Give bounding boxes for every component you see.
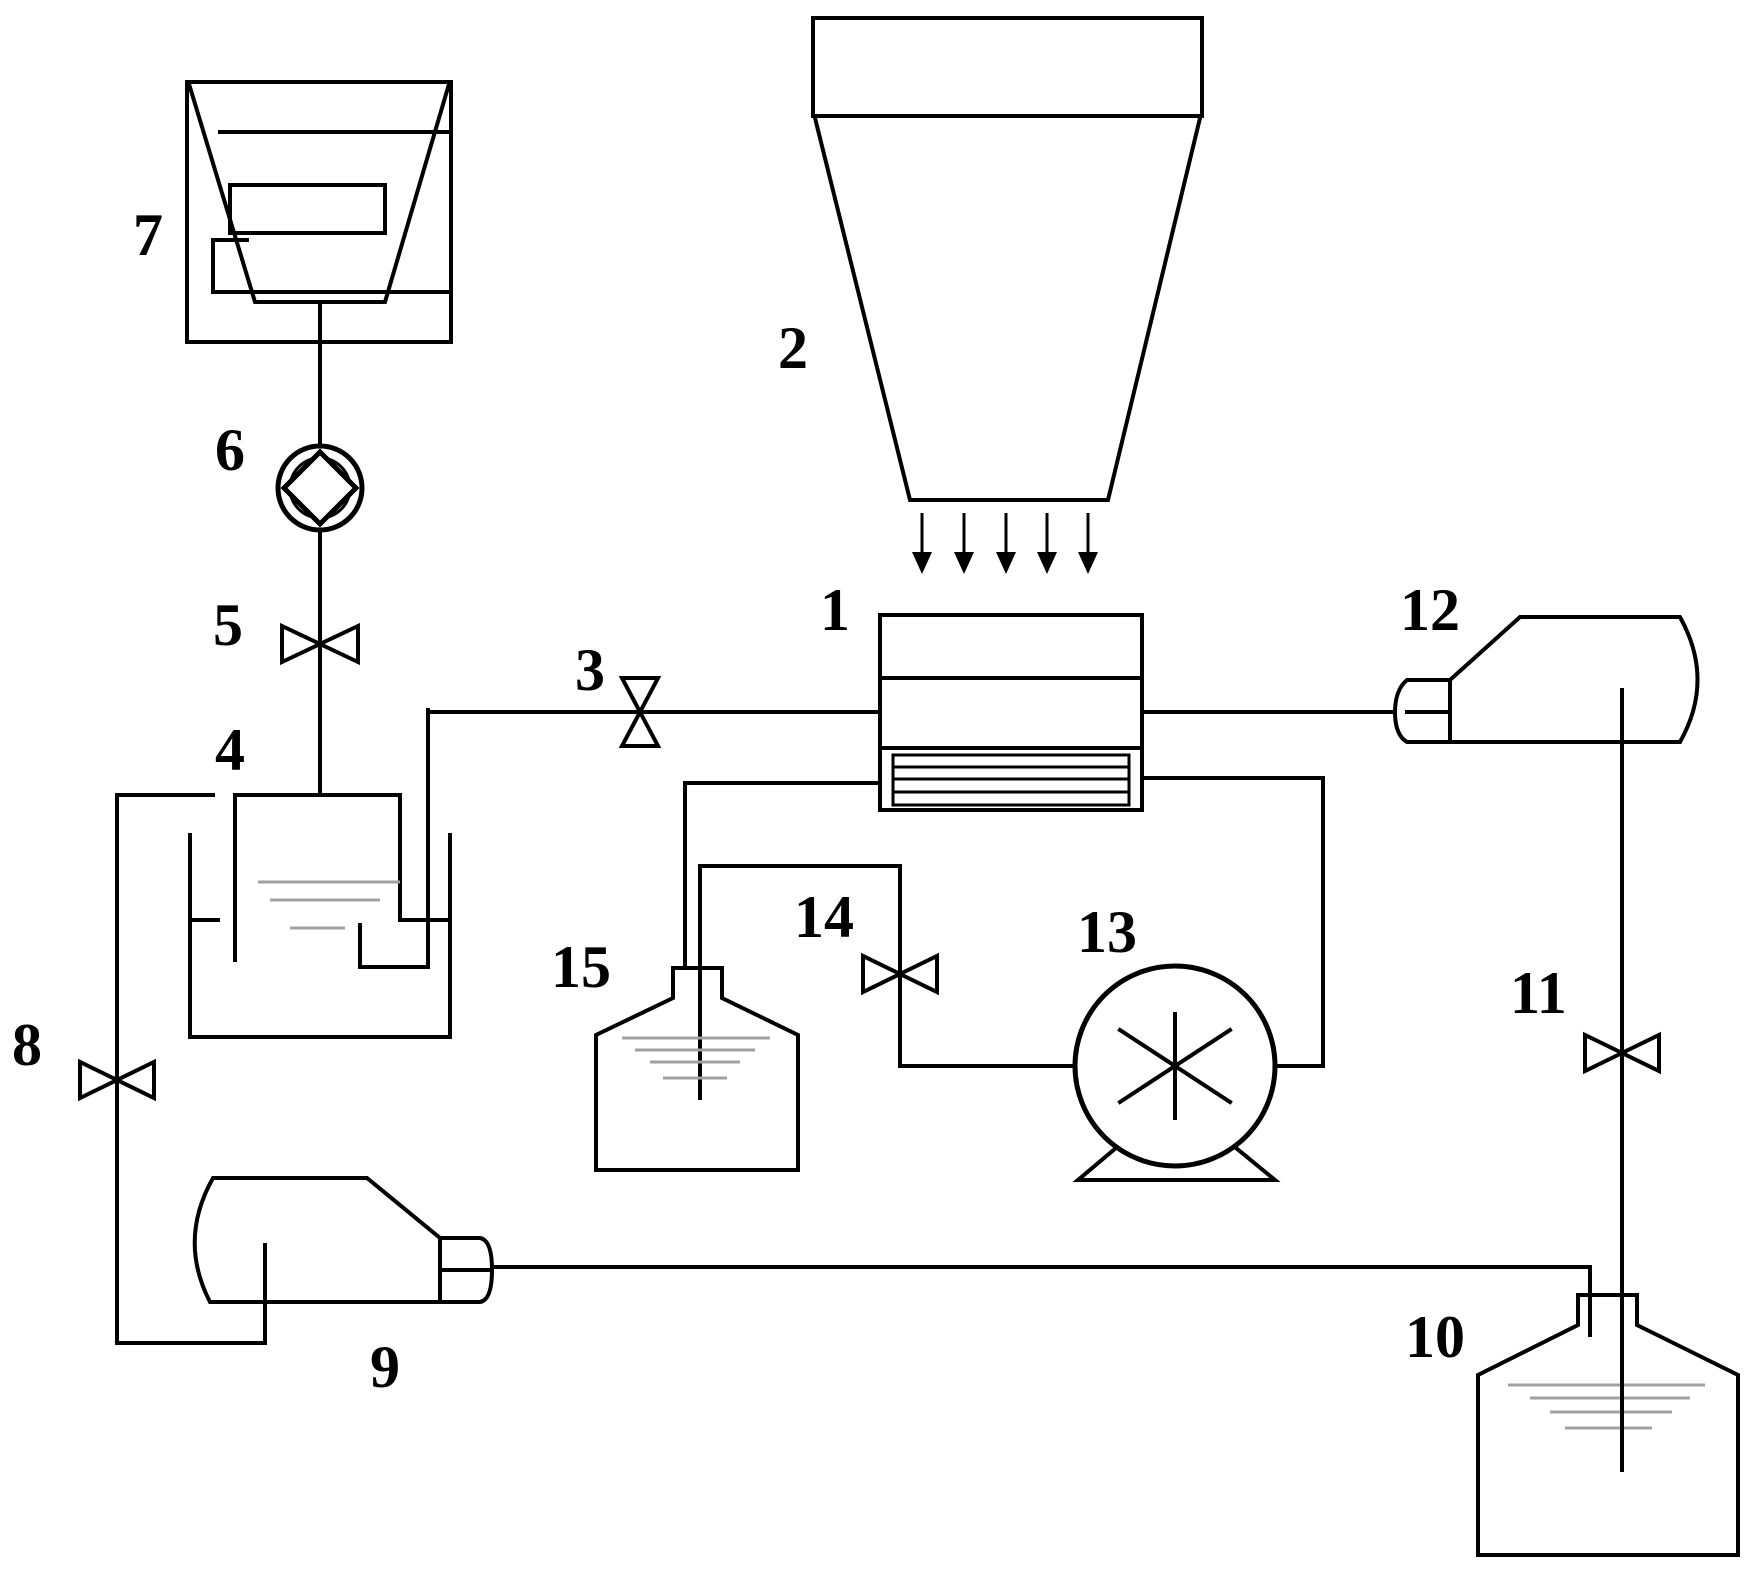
pipe-13-reactor bbox=[1140, 776, 1325, 1068]
label-3: 3 bbox=[575, 637, 605, 703]
label-4: 4 bbox=[215, 717, 245, 783]
arrow bbox=[1037, 513, 1057, 574]
arrow bbox=[954, 513, 974, 574]
label-10: 10 bbox=[1405, 1304, 1465, 1370]
arrow bbox=[996, 513, 1016, 574]
label-13: 13 bbox=[1077, 899, 1137, 965]
pipe-4-9 bbox=[115, 793, 267, 1345]
label-14: 14 bbox=[794, 884, 854, 950]
detector-9 bbox=[192, 1176, 495, 1304]
label-15: 15 bbox=[551, 934, 611, 1000]
circulation-pump-13 bbox=[1072, 963, 1281, 1182]
pipe-4-reactor bbox=[426, 710, 882, 907]
valve-11 bbox=[1583, 1031, 1661, 1075]
irradiation-arrows bbox=[912, 513, 1098, 574]
valve-5 bbox=[280, 622, 360, 666]
collection-bottle-10 bbox=[1476, 1293, 1740, 1557]
label-8: 8 bbox=[12, 1012, 42, 1078]
pipe-15-14 bbox=[698, 864, 1074, 1100]
peristaltic-pump bbox=[275, 443, 365, 533]
arrow bbox=[912, 513, 932, 574]
reactor bbox=[878, 613, 1144, 812]
pipe-9-10 bbox=[490, 1265, 1592, 1337]
label-5: 5 bbox=[213, 592, 243, 658]
labels: 1 2 3 4 5 6 7 8 9 10 11 12 13 14 15 bbox=[12, 202, 1567, 1400]
label-1: 1 bbox=[820, 577, 850, 643]
label-9: 9 bbox=[370, 1334, 400, 1400]
label-6: 6 bbox=[215, 417, 245, 483]
label-12: 12 bbox=[1400, 577, 1460, 643]
label-11: 11 bbox=[1510, 960, 1567, 1026]
light-hood bbox=[811, 16, 1204, 502]
valve-3 bbox=[618, 676, 662, 748]
arrow bbox=[1078, 513, 1098, 574]
valve-14 bbox=[861, 952, 939, 996]
label-7: 7 bbox=[133, 202, 163, 268]
cooling-bottle-15 bbox=[594, 966, 800, 1172]
pipe-reactor-15 bbox=[683, 781, 882, 970]
valve-8 bbox=[78, 1058, 156, 1102]
label-2: 2 bbox=[778, 315, 808, 381]
